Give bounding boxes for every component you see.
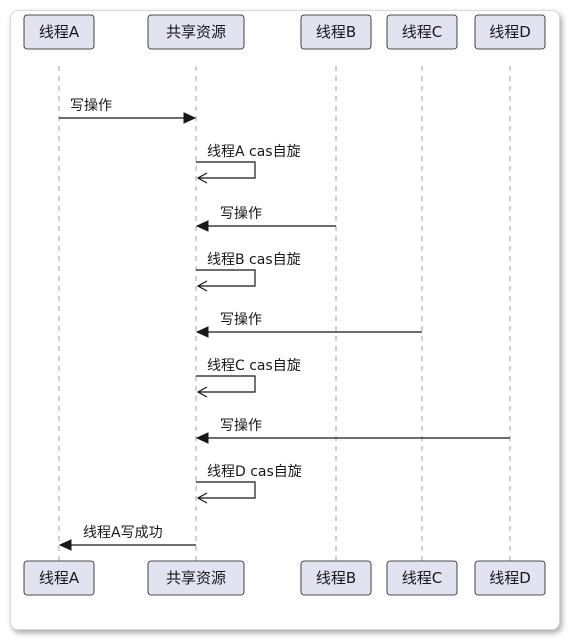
participant-box	[386, 560, 458, 596]
message-label: 写操作	[220, 312, 262, 328]
self-message-line	[196, 481, 256, 499]
participant-label: 线程C	[402, 569, 442, 587]
participant-label: 线程C	[402, 23, 442, 41]
message-label: 线程A cas自旋	[207, 144, 301, 160]
participant-label: 线程B	[316, 569, 356, 587]
self-message-line	[196, 269, 256, 287]
participant-box	[474, 560, 546, 596]
participant-label: 线程D	[489, 23, 531, 41]
participant-label: 线程A	[39, 23, 80, 41]
message-label: 线程C cas自旋	[207, 358, 301, 374]
message-label: 线程A写成功	[83, 525, 163, 541]
participant-B-top: 线程B	[300, 14, 372, 50]
message-label: 写操作	[220, 206, 262, 222]
message-8: 线程D cas自旋	[196, 464, 302, 504]
participant-box	[23, 560, 95, 596]
arrow-head	[195, 220, 209, 232]
arrow-head	[58, 539, 72, 551]
arrow-head	[183, 112, 197, 124]
participant-A-bottom: 线程A	[23, 560, 95, 596]
arrow-head	[196, 386, 208, 398]
participant-box	[300, 14, 372, 50]
arrow-head	[195, 432, 209, 444]
message-5: 写操作	[195, 312, 422, 338]
participant-A-top: 线程A	[23, 14, 95, 50]
arrow-head	[196, 280, 208, 292]
message-7: 写操作	[195, 418, 510, 444]
message-label: 写操作	[220, 418, 262, 434]
arrow-head	[196, 172, 208, 184]
participant-C-top: 线程C	[386, 14, 458, 50]
participant-box	[300, 560, 372, 596]
arrow-head	[195, 326, 209, 338]
message-label: 线程B cas自旋	[207, 252, 301, 268]
participant-D-top: 线程D	[474, 14, 546, 50]
participant-label: 线程B	[316, 23, 356, 41]
message-9: 线程A写成功	[58, 525, 196, 551]
participant-box	[147, 14, 245, 50]
diagram-frame	[10, 10, 560, 630]
participant-label: 共享资源	[166, 569, 226, 587]
self-message-line	[196, 161, 256, 179]
participant-D-bottom: 线程D	[474, 560, 546, 596]
participant-label: 线程D	[489, 569, 531, 587]
participant-box	[23, 14, 95, 50]
message-6: 线程C cas自旋	[196, 358, 301, 398]
message-label: 线程D cas自旋	[207, 464, 302, 480]
arrow-head	[196, 492, 208, 504]
message-4: 线程B cas自旋	[196, 252, 301, 292]
self-message-line	[196, 375, 256, 393]
participant-label: 线程A	[39, 569, 80, 587]
participant-S-bottom: 共享资源	[147, 560, 245, 596]
participant-S-top: 共享资源	[147, 14, 245, 50]
participant-box	[147, 560, 245, 596]
participant-box	[474, 14, 546, 50]
message-2: 线程A cas自旋	[196, 144, 301, 184]
participant-C-bottom: 线程C	[386, 560, 458, 596]
participant-B-bottom: 线程B	[300, 560, 372, 596]
message-1: 写操作	[59, 98, 197, 124]
message-label: 写操作	[70, 98, 112, 114]
message-3: 写操作	[195, 206, 336, 232]
participant-box	[386, 14, 458, 50]
participant-label: 共享资源	[166, 23, 226, 41]
